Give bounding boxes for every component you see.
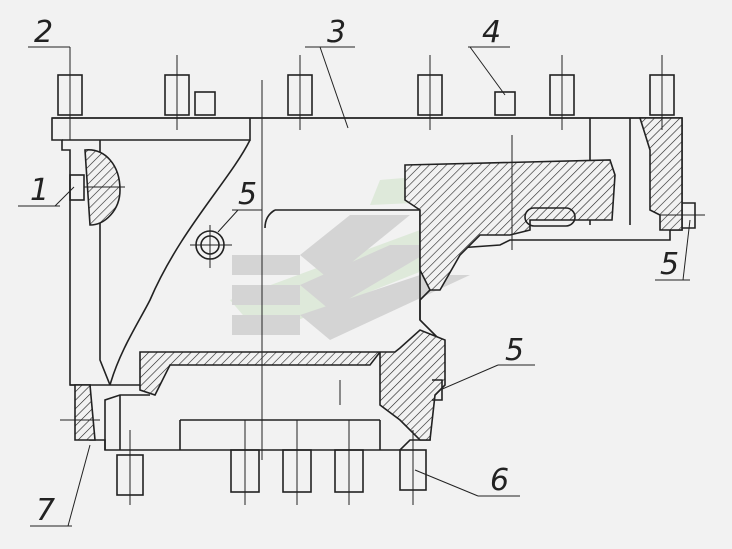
- fitting-circle: [190, 225, 232, 268]
- label-1: 1: [30, 173, 49, 208]
- center-lines: [60, 80, 705, 460]
- top-studs: [57, 55, 675, 140]
- label-7: 7: [36, 493, 55, 528]
- label-5-left: 5: [238, 177, 257, 212]
- label-2: 2: [34, 15, 53, 50]
- leader-lines: [18, 46, 691, 527]
- bolt-left: [69, 174, 125, 201]
- label-5-lower: 5: [505, 333, 524, 368]
- label-4: 4: [482, 15, 501, 50]
- label-6: 6: [490, 463, 509, 498]
- oil-port: [524, 207, 576, 227]
- hatched-sections: [74, 117, 683, 441]
- label-5-right: 5: [660, 247, 679, 282]
- bottom-studs: [116, 420, 427, 505]
- right-plug: [432, 202, 696, 401]
- label-3: 3: [327, 15, 346, 50]
